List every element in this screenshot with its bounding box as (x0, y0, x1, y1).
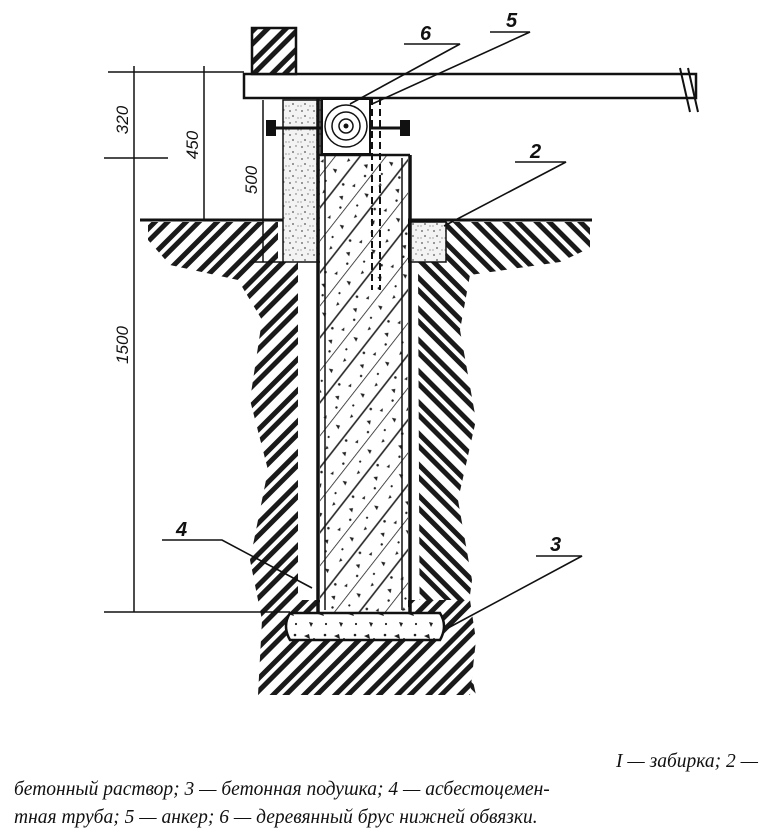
callout-3: 3 (550, 534, 561, 556)
callout-4: 4 (175, 519, 187, 541)
figure-caption: I — забирка; 2 — бетонный раствор; 3 — б… (14, 748, 758, 832)
caption-line-1: I — забирка; 2 — (616, 751, 758, 772)
dim-320: 320 (113, 105, 132, 134)
wall-post (250, 26, 298, 76)
callout-2: 2 (529, 141, 541, 163)
wooden-beam-section (321, 98, 371, 155)
dim-500: 500 (242, 165, 261, 194)
backfill-region (282, 99, 322, 263)
foundation-section-drawing: 320 450 500 1500 6 5 2 4 3 (104, 10, 699, 695)
caption-line-2: бетонный раствор; 3 — бетонная подушка; … (14, 779, 550, 800)
caption-line-3: тная труба; 5 — анкер; 6 — деревянный бр… (14, 807, 538, 828)
callout-6: 6 (420, 23, 432, 45)
asbestos-cement-pipe (316, 98, 412, 613)
concrete-cushion (284, 611, 446, 642)
callout-leaders (162, 31, 583, 629)
dim-450: 450 (183, 130, 202, 159)
callout-5: 5 (506, 10, 518, 32)
mortar-collar (407, 221, 447, 263)
dimension-lines (104, 66, 290, 613)
dim-1500: 1500 (113, 326, 132, 364)
floor-beam (242, 67, 699, 113)
